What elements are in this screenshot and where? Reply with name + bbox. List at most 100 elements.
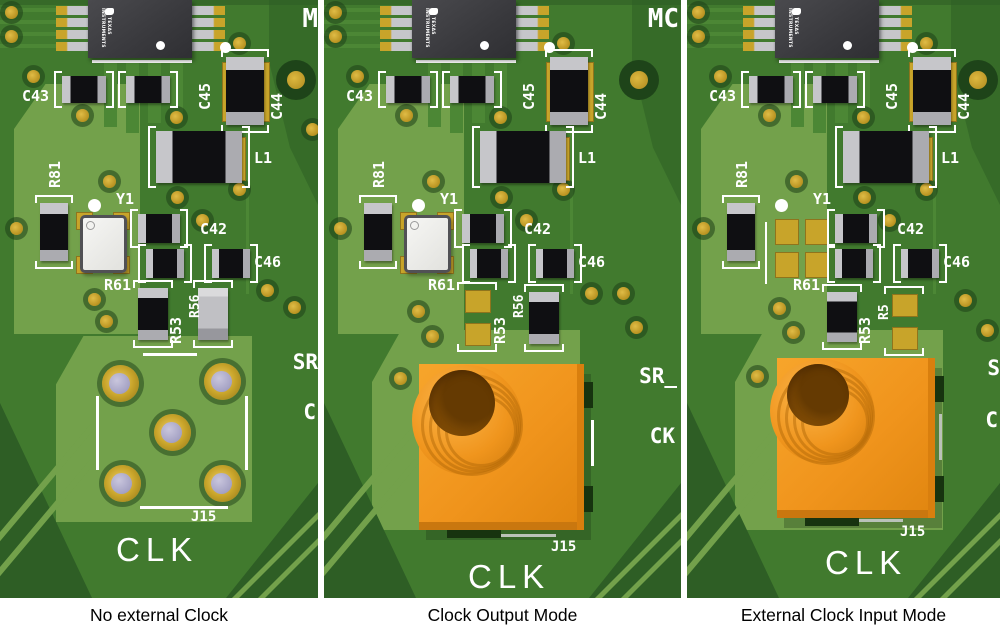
copper-trace xyxy=(0,32,56,36)
crystal-y1 xyxy=(404,215,451,273)
copper-pour-dark-bottomright xyxy=(589,483,681,598)
pad-r56 xyxy=(892,327,918,350)
via xyxy=(630,321,643,334)
label-c44: C44 xyxy=(268,92,286,120)
ic-pin xyxy=(743,42,778,51)
via xyxy=(557,37,570,50)
via xyxy=(617,287,630,300)
silkscreen-dot xyxy=(775,199,788,212)
via xyxy=(5,30,18,43)
via xyxy=(233,37,246,50)
ic-silkscreen-line xyxy=(92,60,192,63)
edge-pad xyxy=(958,60,998,100)
j15-outline xyxy=(96,396,99,470)
ic-pin xyxy=(56,18,91,27)
ic-pin xyxy=(877,42,912,51)
clk-silkscreen-text: CLK xyxy=(825,544,908,581)
label-r56: R56 xyxy=(188,294,203,318)
label-y1: Y1 xyxy=(116,190,135,208)
via xyxy=(306,123,318,136)
via xyxy=(288,301,301,314)
sma-connector-bore xyxy=(787,364,849,426)
j15-through-hole-pad xyxy=(104,465,141,502)
silkscreen-dot xyxy=(907,42,918,53)
j15-through-hole-pad xyxy=(154,414,191,451)
capacitor-c46 xyxy=(528,244,582,283)
via xyxy=(5,6,18,19)
via xyxy=(394,372,407,385)
sma-connector-leg xyxy=(935,376,944,402)
resistor-r81 xyxy=(35,195,73,269)
via xyxy=(714,70,727,83)
edge-text-sr: SR xyxy=(292,350,318,374)
capacitor-c44 xyxy=(908,49,956,133)
capacitor-c43 xyxy=(741,71,801,108)
edge-text-ck: C xyxy=(303,400,316,424)
via xyxy=(495,191,508,204)
resistor-r53 xyxy=(822,284,862,350)
ic-pin xyxy=(743,6,778,15)
pad-r53 xyxy=(465,290,491,313)
via xyxy=(400,109,413,122)
label-r56: R5 xyxy=(877,304,892,320)
j15-through-hole-pad xyxy=(204,363,241,400)
ic-pin xyxy=(190,42,225,51)
label-r61: R61 xyxy=(104,276,132,294)
caption-clock-output-mode: Clock Output Mode xyxy=(427,605,578,625)
label-c45: C45 xyxy=(883,82,901,110)
pad-y1 xyxy=(805,219,829,245)
copper-trace xyxy=(570,126,573,294)
edge-text-mc: M xyxy=(302,4,318,34)
caption-bar: No external Clock Clock Output Mode Exte… xyxy=(0,598,1000,637)
copper-trace xyxy=(324,44,380,48)
via xyxy=(329,30,342,43)
ic-pin xyxy=(190,18,225,27)
capacitor-c46 xyxy=(893,244,947,283)
copper-trace xyxy=(687,20,743,24)
copper-trace xyxy=(687,44,743,48)
via xyxy=(103,175,116,188)
via xyxy=(10,222,23,235)
capacitor-c42 xyxy=(827,209,885,248)
ic-pin xyxy=(514,30,549,39)
ic-pin xyxy=(877,6,912,15)
j15-outline xyxy=(245,396,248,470)
resistor-r81 xyxy=(722,195,760,269)
via xyxy=(981,324,994,337)
sma-outline xyxy=(476,534,556,537)
via xyxy=(171,191,184,204)
pcb-render-external-clock-input-mode: TEXAS INSTRUMENTS C43 C45 C44 L1 R81 Y1 … xyxy=(687,0,1000,598)
copper-pour-light-upper xyxy=(14,84,140,334)
copper-trace xyxy=(687,8,743,12)
via xyxy=(170,111,183,124)
via xyxy=(858,191,871,204)
label-c42: C42 xyxy=(524,220,552,238)
via xyxy=(100,315,113,328)
label-r56: R56 xyxy=(512,294,527,318)
ic-pin xyxy=(56,42,91,51)
silkscreen-dot xyxy=(88,199,101,212)
pad-r53 xyxy=(465,323,491,346)
label-r61: R61 xyxy=(428,276,456,294)
ic-chip: TEXAS INSTRUMENTS xyxy=(412,0,516,58)
edge-text-ck: CK xyxy=(649,424,675,448)
clk-silkscreen-text: CLK xyxy=(116,531,199,568)
via xyxy=(790,175,803,188)
copper-pour-light-upper xyxy=(701,84,827,334)
via xyxy=(763,109,776,122)
via xyxy=(692,6,705,19)
via xyxy=(883,214,896,227)
label-c46: C46 xyxy=(943,253,971,271)
label-y1: Y1 xyxy=(813,190,832,208)
via xyxy=(88,293,101,306)
label-j15: J15 xyxy=(900,524,926,540)
inductor-l1 xyxy=(835,126,937,188)
ic-pin xyxy=(380,30,415,39)
sma-connector xyxy=(770,358,944,526)
crystal-y1 xyxy=(80,215,127,273)
copper-trace xyxy=(324,8,380,12)
sma-outline xyxy=(939,414,942,460)
via xyxy=(697,222,710,235)
ic-chip: TEXAS INSTRUMENTS xyxy=(88,0,192,58)
